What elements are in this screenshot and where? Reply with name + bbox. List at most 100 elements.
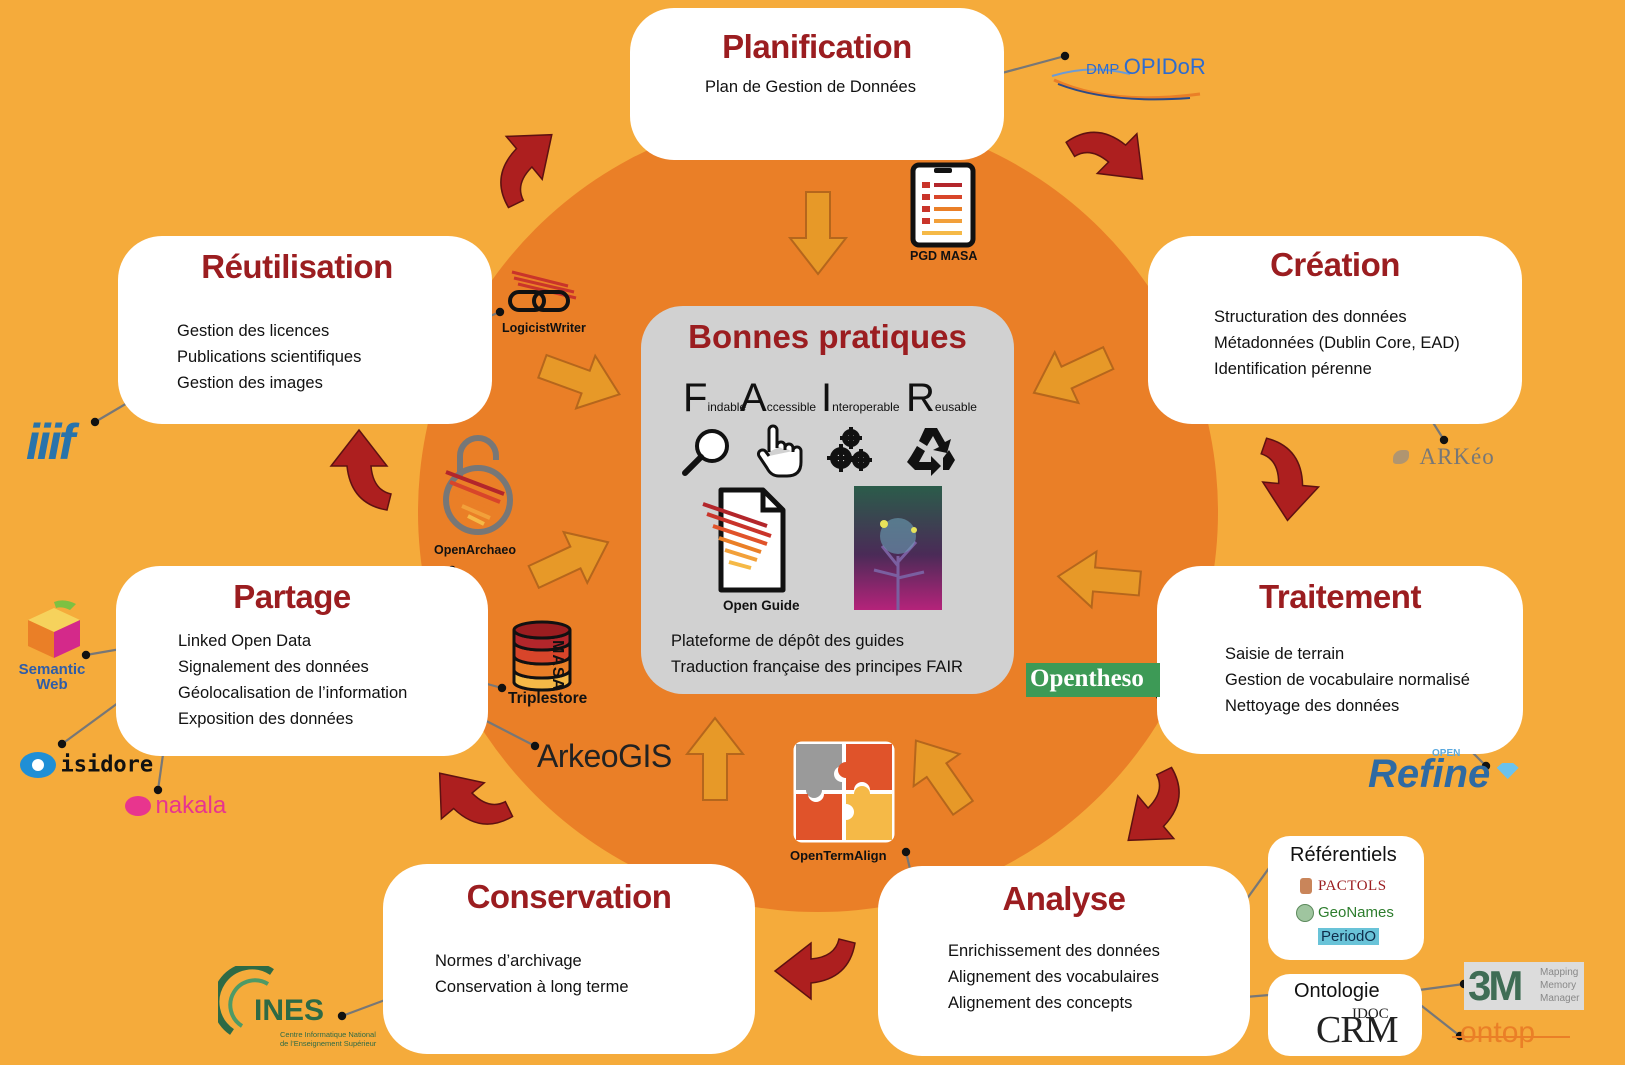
connector-dot	[337, 1011, 347, 1021]
opentheso-logo: Opentheso	[1026, 663, 1160, 697]
referentiels-card: Référentiels PACTOLS GeoNames PeriodO	[1268, 836, 1424, 960]
connector-dot	[901, 847, 911, 857]
pgd-masa-label: PGD MASA	[910, 249, 978, 263]
cycle-arrows	[329, 131, 1321, 1001]
center-line: Traduction française des principes FAIR	[671, 658, 963, 676]
fair-word: nteroperable	[832, 400, 900, 414]
connector-dot	[495, 307, 505, 317]
best-practices-panel: Bonnes pratiques Findable Accessible Int…	[641, 306, 1014, 694]
recycle-icon	[907, 428, 955, 476]
cines-subtitle: Centre Informatique National de l’Enseig…	[280, 1030, 376, 1048]
arkeo-logo: ARKéo	[1393, 444, 1495, 470]
dmp-text: DMP	[1086, 61, 1120, 78]
nakala-text: nakala	[155, 792, 227, 819]
fair-word: indable	[707, 400, 747, 414]
pactols-logo: PACTOLS	[1318, 878, 1387, 894]
partage-lines: Linked Open Data Signalement des données…	[178, 628, 407, 732]
reutilisation-line: Publications scientifiques	[177, 348, 362, 366]
inner-arrow	[537, 353, 621, 410]
cidoc-crm-logo: CRM IDOC	[1316, 1006, 1398, 1052]
arkeo-text: ARKéo	[1419, 444, 1495, 469]
cines-arc-icon	[218, 966, 274, 1035]
three-m-sub-line: Memory	[1540, 980, 1577, 991]
semantic-web-line: Semantic	[18, 661, 86, 678]
opidor-text: OPIDoR	[1123, 54, 1206, 79]
ontop-text: ontop	[1460, 1016, 1536, 1049]
inner-arrow	[1032, 345, 1115, 405]
three-m-subtitle: Mapping Memory Manager	[1540, 966, 1579, 1005]
partage-title: Partage	[233, 578, 351, 615]
openarchaeo-label: OpenArchaeo	[434, 543, 516, 557]
logicistwriter-logo	[508, 270, 577, 312]
inner-arrow	[684, 716, 746, 801]
partage-card: Partage Linked Open Data Signalement des…	[116, 566, 488, 756]
creation-line: Structuration des données	[1214, 308, 1407, 326]
cines-sub-line: de l’Enseignement Supérieur	[280, 1039, 377, 1048]
connector-dot	[1060, 51, 1070, 61]
cycle-arrow	[1127, 766, 1180, 842]
planification-lines: Plan de Gestion de Données	[705, 74, 916, 100]
fair-word: ccessible	[766, 400, 817, 414]
three-m-text: 3M	[1468, 962, 1523, 1009]
center-lines: Plateforme de dépôt des guides Traductio…	[671, 628, 963, 680]
logicistwriter-label: LogicistWriter	[502, 321, 586, 335]
traitement-line: Nettoyage des données	[1225, 697, 1400, 715]
traitement-line: Gestion de vocabulaire normalisé	[1225, 671, 1470, 689]
center-line: Plateforme de dépôt des guides	[671, 632, 904, 650]
pointer-hand-icon	[757, 424, 803, 478]
conservation-line: Normes d’archivage	[435, 952, 582, 970]
arkeogis-logo: ArkeoGIS	[537, 738, 672, 774]
planification-card: Planification Plan de Gestion de Données	[630, 8, 1004, 160]
semantic-web-label: Semantic Web	[15, 662, 89, 692]
iiif-logo: iiif	[26, 414, 75, 470]
connector-dot	[497, 683, 507, 693]
connector-dot	[81, 650, 91, 660]
analyse-line: Alignement des concepts	[948, 994, 1133, 1012]
pgd-masa-tablet-icon	[910, 162, 976, 248]
analyse-line: Enrichissement des données	[948, 942, 1160, 960]
geonames-logo: GeoNames	[1318, 904, 1394, 921]
ontologie-card: Ontologie CRM IDOC	[1268, 974, 1422, 1056]
refine-open-text: OPEN	[1432, 748, 1461, 759]
referentiels-title: Référentiels	[1290, 844, 1397, 866]
three-m-sub-line: Mapping	[1540, 967, 1579, 978]
isidore-logo: isidore	[20, 752, 153, 778]
fair-letter: A	[740, 376, 767, 420]
open-guide-document-icon	[702, 487, 786, 593]
inner-arrow	[787, 191, 849, 276]
opentermalign-label: OpenTermAlign	[790, 848, 887, 863]
cycle-arrow	[329, 428, 392, 511]
traitement-title: Traitement	[1259, 578, 1421, 615]
cycle-arrow	[500, 133, 553, 209]
cycle-arrow	[438, 772, 514, 825]
nakala-face-icon	[125, 796, 151, 816]
connector-dot	[1439, 435, 1449, 445]
arkeo-leaf-icon	[1393, 450, 1409, 464]
fair-letter: I	[821, 376, 833, 420]
dmp-opidor-logo: DMP OPIDoR	[1086, 54, 1206, 80]
reutilisation-lines: Gestion des licences Publications scient…	[177, 318, 361, 396]
partage-line: Signalement des données	[178, 658, 369, 676]
conservation-title: Conservation	[466, 878, 672, 915]
reutilisation-card: Réutilisation Gestion des licences Publi…	[118, 236, 492, 424]
dmp-opidor-swoosh	[1051, 68, 1201, 101]
cines-text: INES	[254, 994, 325, 1027]
cycle-arrow	[773, 938, 856, 1001]
fair-letter: F	[683, 376, 708, 420]
analyse-lines: Enrichissement des données Alignement de…	[948, 938, 1160, 1016]
conservation-line: Conservation à long terme	[435, 978, 629, 996]
opentheso-label: Opentheso	[1030, 665, 1144, 692]
fair-findable: Findable	[683, 376, 746, 421]
connector-dot	[153, 785, 163, 795]
refine-text: Refine	[1368, 752, 1491, 796]
analyse-title: Analyse	[1002, 880, 1126, 917]
triplestore-label: Triplestore	[508, 690, 588, 707]
traitement-line: Saisie de terrain	[1225, 645, 1345, 663]
crm-text: CRM	[1316, 1009, 1398, 1051]
recommendations-booklet-image	[854, 486, 942, 610]
cycle-arrow	[1065, 131, 1144, 180]
three-m-logo: 3M Mapping Memory Manager	[1464, 962, 1584, 1010]
partage-line: Linked Open Data	[178, 632, 312, 650]
conservation-card: Conservation Normes d’archivage Conserva…	[383, 864, 755, 1054]
traitement-lines: Saisie de terrain Gestion de vocabulaire…	[1225, 641, 1470, 719]
